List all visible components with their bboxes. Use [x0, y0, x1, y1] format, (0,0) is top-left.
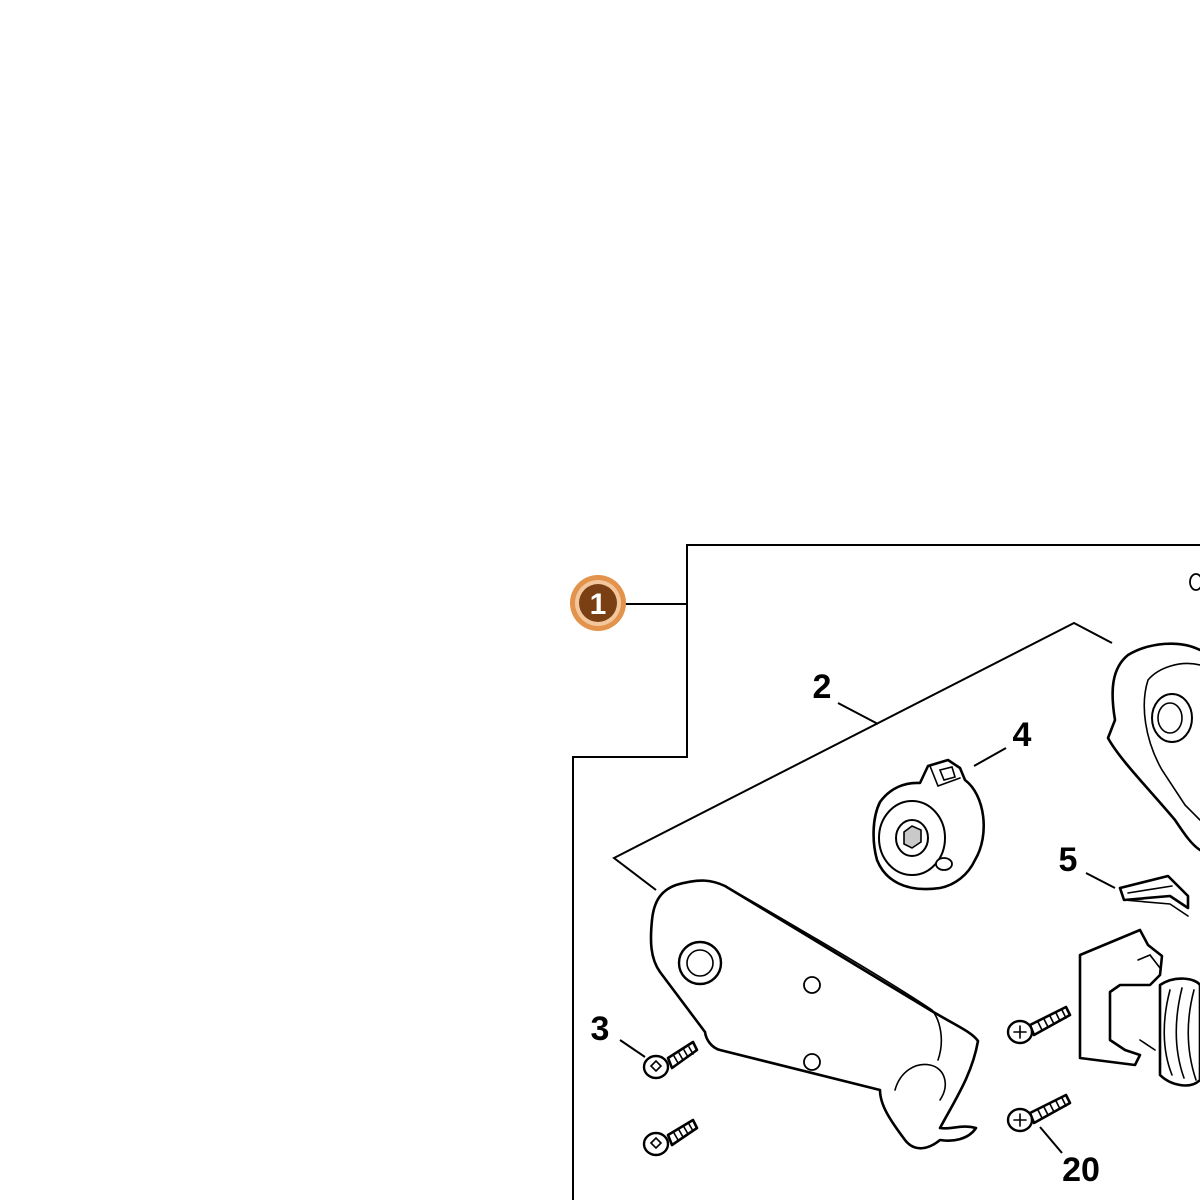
part-3-screw-lower[interactable] [642, 1118, 699, 1157]
belt-cover-hole-large-inner [686, 949, 714, 977]
housing-bore-inner [1157, 702, 1183, 734]
marker-number: 1 [590, 588, 607, 621]
screw-thread-marks [673, 1123, 694, 1141]
tensioner-slot [938, 766, 957, 781]
part-5-leader-line [1085, 872, 1116, 889]
belt-cover-curl [894, 1063, 946, 1101]
callout-20[interactable]: 20 [1062, 1151, 1100, 1189]
drive-bracket [1078, 928, 1164, 1067]
screw-thread [666, 1040, 699, 1070]
tensioner-nut [903, 825, 922, 849]
tensioner-tab [929, 765, 961, 788]
part-5-clips[interactable] [1118, 874, 1190, 917]
part-4-leader-line [973, 747, 1007, 767]
screw-thread-marks [1037, 1009, 1067, 1031]
screw-cross [1013, 1113, 1027, 1127]
position-marker-1[interactable]: 1 [570, 575, 626, 631]
screw-head [642, 1054, 670, 1080]
screw-thread [1028, 1005, 1072, 1037]
callout-5[interactable]: 5 [1059, 841, 1078, 879]
part-3-screw-upper[interactable] [642, 1040, 699, 1080]
belt-cover-body [649, 879, 980, 1150]
part-2-group-bracket [612, 621, 1113, 891]
part-2-leader-line [837, 702, 879, 725]
screw-socket [649, 1136, 663, 1150]
belt-cover-hole-small-2 [803, 1053, 821, 1071]
drive-ribs [1163, 987, 1197, 1081]
screw-head [642, 1131, 670, 1157]
clip-2 [1123, 899, 1189, 917]
marker-disc [579, 584, 617, 622]
screw-socket [649, 1059, 663, 1073]
part-20-screw-upper[interactable] [1006, 1005, 1072, 1045]
screw-cross [1013, 1025, 1027, 1039]
part-20-screw-lower[interactable] [1006, 1093, 1072, 1133]
callout-2[interactable]: 2 [813, 668, 832, 706]
gear-housing-upper[interactable] [1106, 573, 1200, 852]
belt-cover-edge [724, 885, 943, 1061]
callout-3[interactable]: 3 [591, 1010, 610, 1048]
belt-cover-hole-small [803, 976, 821, 994]
screw-thread [1028, 1093, 1072, 1125]
assembly-frame [572, 544, 1200, 1200]
housing-inner-ridge [1143, 662, 1200, 821]
part-20-leader-line [1039, 1126, 1063, 1154]
tensioner-clip [935, 857, 953, 871]
part-3-leader-line [619, 1039, 646, 1058]
screw-thread [666, 1118, 699, 1147]
clip-3 [1127, 885, 1173, 894]
part-2-belt-cover[interactable] [649, 879, 980, 1150]
callout-4[interactable]: 4 [1013, 716, 1032, 754]
screw-thread-marks [1037, 1097, 1067, 1119]
bracket-tabs [1137, 954, 1161, 1051]
part-4-tensioner[interactable] [872, 758, 986, 891]
housing-pin [1189, 573, 1200, 591]
drive-unit[interactable] [1078, 928, 1200, 1087]
screw-thread-marks [673, 1046, 694, 1064]
